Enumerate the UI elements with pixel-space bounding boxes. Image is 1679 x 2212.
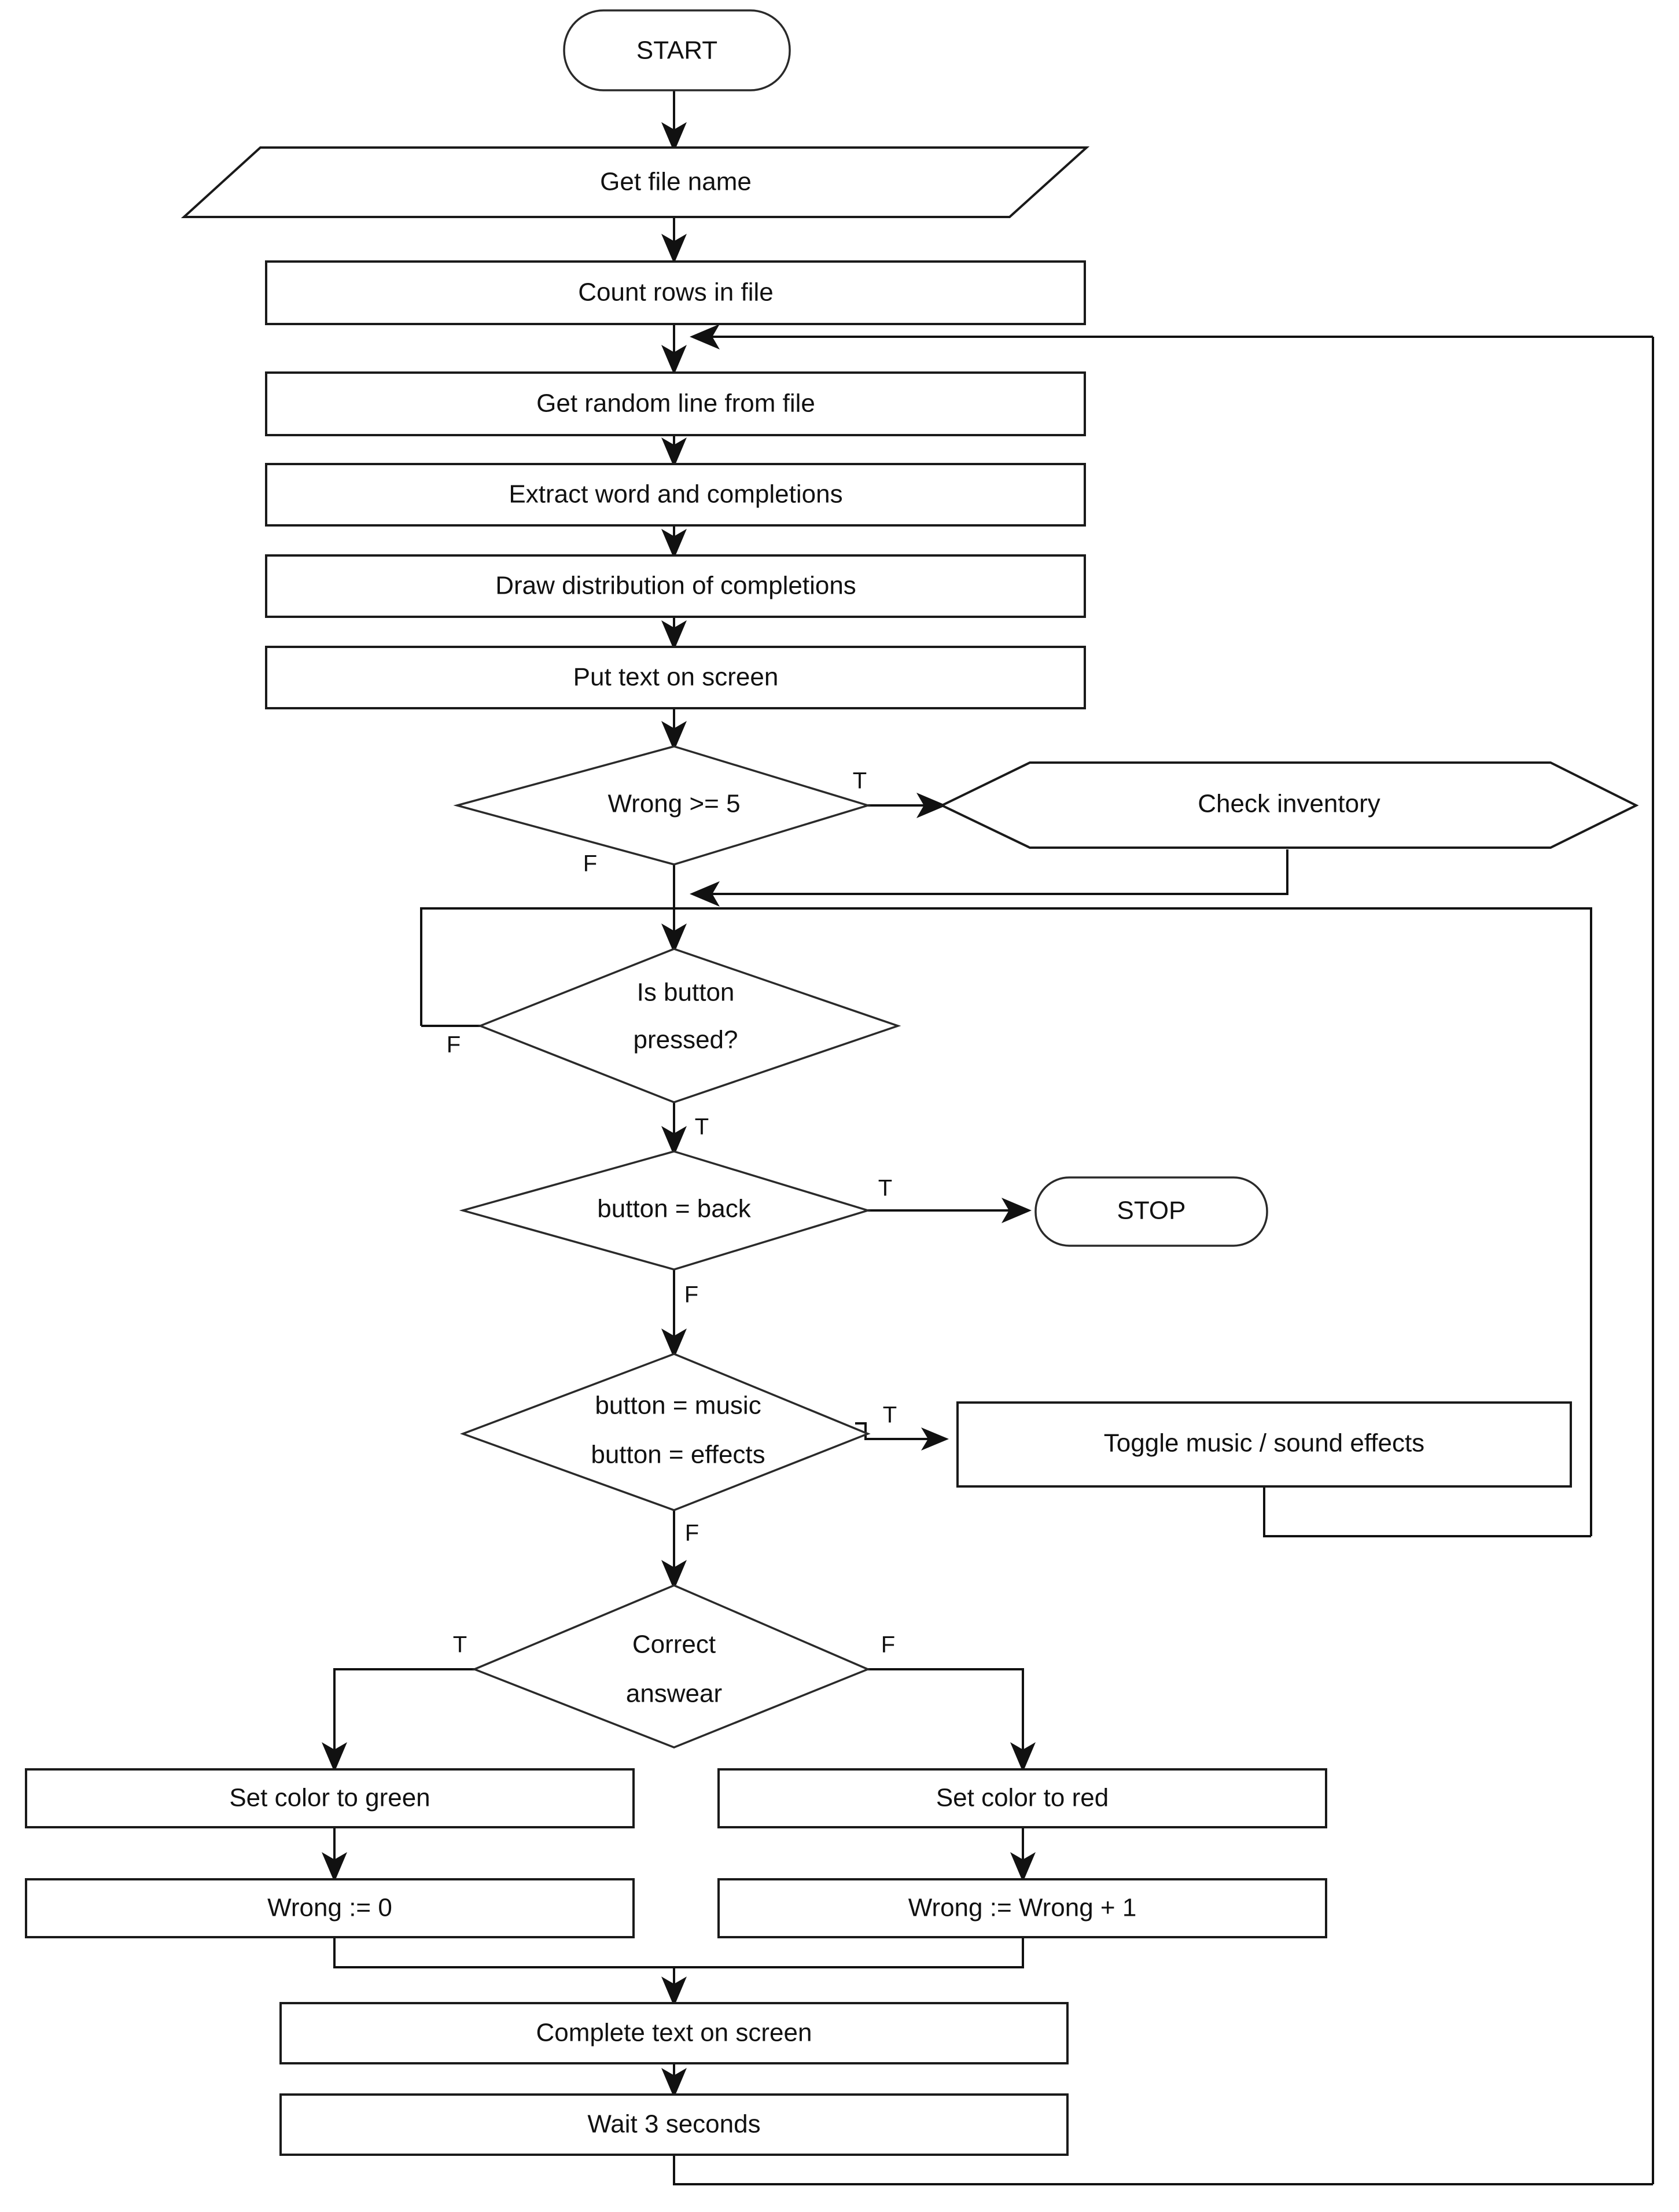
node-stop-label: STOP (1117, 1197, 1185, 1225)
node-put-text-label: Put text on screen (573, 663, 779, 691)
node-wrong-zero-label: Wrong := 0 (267, 1894, 392, 1922)
node-button-back: button = back (459, 1150, 872, 1271)
node-complete-text: Complete text on screen (279, 2002, 1069, 2064)
node-start-label: START (636, 36, 717, 65)
node-stop: STOP (1034, 1176, 1268, 1247)
node-extract-word: Extract word and completions (265, 463, 1086, 527)
node-button-music-effects: button = music button = effects (459, 1353, 871, 1511)
node-count-rows: Count rows in file (265, 260, 1086, 325)
edge-label-buttonmusic-false: F (685, 1521, 699, 1546)
edge-label-correct-true: T (453, 1632, 467, 1658)
edge-label-buttonback-true: T (878, 1176, 892, 1201)
edge-label-buttonback-false: F (684, 1282, 698, 1308)
node-wrong-ge-5-label: Wrong >= 5 (607, 790, 740, 818)
node-wrong-inc: Wrong := Wrong + 1 (717, 1878, 1327, 1938)
edge-label-isbuttonpressed-false: F (447, 1032, 461, 1058)
node-set-color-green-label: Set color to green (229, 1784, 430, 1812)
node-button-music-label-2: button = effects (591, 1441, 765, 1469)
edge-label-isbuttonpressed-true: T (695, 1114, 709, 1140)
node-correct-answear-label-1: Correct (632, 1631, 716, 1659)
node-wait-3-seconds: Wait 3 seconds (279, 2093, 1069, 2156)
node-correct-answear-label-2: answear (626, 1680, 722, 1708)
node-correct-answear: Correct answear (472, 1584, 871, 1749)
node-extract-word-label: Extract word and completions (509, 480, 842, 509)
node-wrong-inc-label: Wrong := Wrong + 1 (908, 1894, 1137, 1922)
node-set-color-green: Set color to green (25, 1768, 635, 1828)
edge-label-buttonmusic-true: T (883, 1403, 897, 1428)
node-get-random-line-label: Get random line from file (536, 389, 815, 418)
node-get-file-name-label: Get file name (600, 168, 752, 196)
node-set-color-red: Set color to red (717, 1768, 1327, 1828)
edge-innerloop-to-isbuttonpressed-false (420, 907, 1592, 1536)
node-count-rows-label: Count rows in file (578, 278, 773, 307)
node-draw-distribution-label: Draw distribution of completions (495, 572, 856, 600)
node-check-inventory-label: Check inventory (1198, 790, 1380, 818)
node-toggle-music: Toggle music / sound effects (956, 1401, 1572, 1488)
node-wait-3-seconds-label: Wait 3 seconds (587, 2110, 760, 2139)
node-button-music-label-1: button = music (595, 1392, 761, 1420)
node-draw-distribution: Draw distribution of completions (265, 554, 1086, 618)
node-button-back-label: button = back (597, 1195, 751, 1223)
edge-label-wrongge5-true: T (853, 768, 867, 794)
node-get-random-line: Get random line from file (265, 371, 1086, 436)
node-is-button-pressed: Is button pressed? (477, 948, 901, 1103)
node-is-button-pressed-label-1: Is button (637, 978, 735, 1007)
node-check-inventory: Check inventory (939, 761, 1639, 849)
node-toggle-music-label: Toggle music / sound effects (1104, 1429, 1424, 1458)
node-set-color-red-label: Set color to red (936, 1784, 1109, 1812)
edge-label-wrongge5-false: F (583, 851, 597, 877)
node-is-button-pressed-label-2: pressed? (633, 1026, 738, 1054)
edge-label-correct-false: F (881, 1632, 895, 1658)
edge-branch-merge-bar (333, 1938, 1024, 1968)
edge-checkinventory-to-junction (690, 849, 1288, 907)
node-start: START (563, 9, 791, 91)
edge-togglemusic-to-innerloop (1263, 1486, 1591, 1537)
node-put-text: Put text on screen (265, 646, 1086, 709)
node-wrong-ge-5: Wrong >= 5 (453, 745, 872, 866)
node-complete-text-label: Complete text on screen (536, 2019, 812, 2047)
node-get-file-name: Get file name (181, 146, 1090, 218)
edge-buttonmusic-true-to-togglemusic (855, 1422, 949, 1451)
node-wrong-zero: Wrong := 0 (25, 1878, 635, 1938)
